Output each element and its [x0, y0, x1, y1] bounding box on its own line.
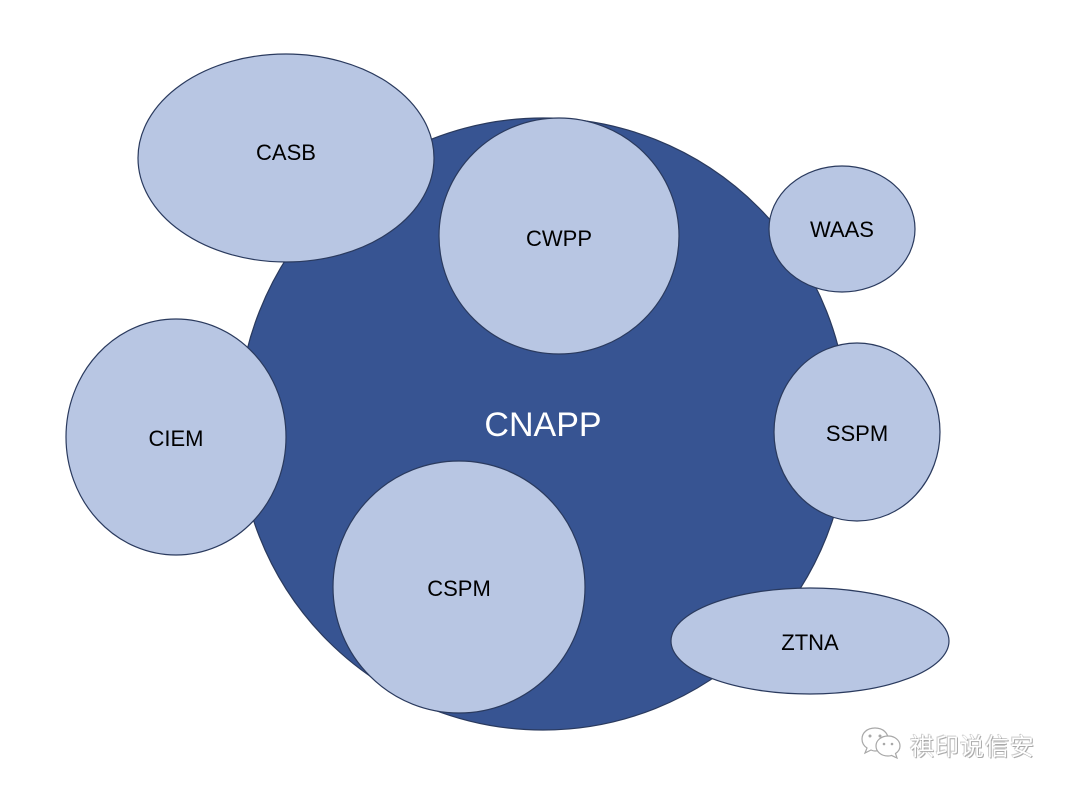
casb-node: CASB — [137, 53, 435, 263]
ztna-ellipse — [670, 587, 950, 695]
ciem-label: CIEM — [149, 426, 204, 451]
cspm-circle — [332, 460, 586, 714]
sspm-node: SSPM — [773, 342, 941, 522]
watermark-text: 祺印说信安 — [910, 732, 1035, 761]
sspm-ellipse — [773, 342, 941, 522]
waas-label: WAAS — [810, 217, 874, 242]
cspm-node: CSPM — [332, 460, 586, 714]
ciem-ellipse — [65, 318, 287, 556]
cwpp-label: CWPP — [526, 226, 592, 251]
cwpp-circle — [438, 117, 680, 355]
sspm-label: SSPM — [826, 421, 888, 446]
watermark: 祺印说信安 — [860, 726, 1035, 762]
ztna-node: ZTNA — [670, 587, 950, 695]
waas-node: WAAS — [768, 165, 916, 293]
ciem-node: CIEM — [65, 318, 287, 556]
waas-ellipse — [768, 165, 916, 293]
wechat-icon — [860, 725, 904, 764]
ztna-label: ZTNA — [781, 630, 839, 655]
cnapp-label: CNAPP — [484, 406, 601, 444]
casb-label: CASB — [256, 140, 316, 165]
casb-ellipse — [137, 53, 435, 263]
cspm-label: CSPM — [427, 576, 491, 601]
cwpp-node: CWPP — [438, 117, 680, 355]
